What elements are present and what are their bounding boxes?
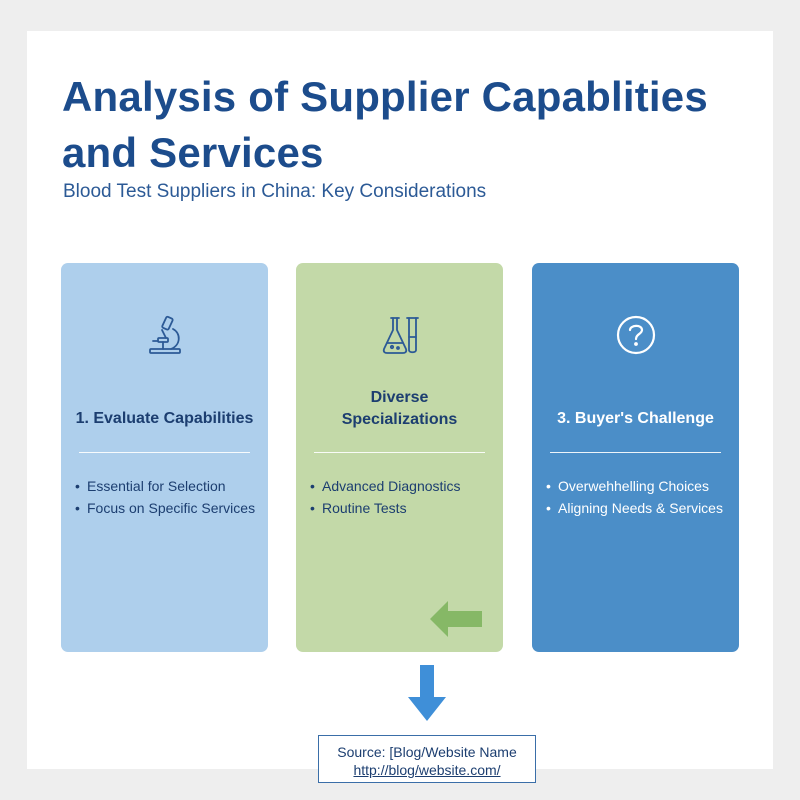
source-citation-box: Source: [Blog/Website Name http://blog/w… xyxy=(318,735,536,783)
card-heading: 1. Evaluate Capabilities xyxy=(75,410,254,427)
card-evaluate-capabilities: 1. Evaluate Capabilities •Essential for … xyxy=(61,263,268,652)
question-circle-icon xyxy=(616,315,655,355)
list-item: •Essential for Selection xyxy=(75,478,226,494)
card-buyers-challenge: 3. Buyer's Challenge •Overwehhelling Cho… xyxy=(532,263,739,652)
arrow-down-icon xyxy=(408,665,446,721)
source-url-link[interactable]: http://blog/website.com/ xyxy=(353,762,501,778)
list-item: •Aligning Needs & Services xyxy=(546,500,723,516)
card-list: •Advanced Diagnostics •Routine Tests xyxy=(310,475,497,519)
lab-flasks-icon xyxy=(382,317,419,354)
page-subtitle: Blood Test Suppliers in China: Key Consi… xyxy=(63,181,487,202)
card-heading: Diverse Specializations xyxy=(341,389,458,428)
card-list: •Essential for Selection •Focus on Speci… xyxy=(75,475,262,519)
page-title: Analysis of Supplier Capablities and Ser… xyxy=(62,73,708,176)
card-list: •Overwehhelling Choices •Aligning Needs … xyxy=(546,475,733,519)
list-item: •Routine Tests xyxy=(310,500,407,516)
source-label: Source: [Blog/Website Name xyxy=(337,744,517,760)
microscope-icon xyxy=(148,315,181,354)
list-item: •Focus on Specific Services xyxy=(75,500,256,516)
infographic-panel: Analysis of Supplier Capablities and Ser… xyxy=(27,31,773,783)
card-heading: 3. Buyer's Challenge xyxy=(557,410,714,427)
list-item: •Overwehhelling Choices xyxy=(546,478,709,494)
card-divider xyxy=(550,452,721,453)
arrow-left-icon xyxy=(430,601,482,637)
card-divider xyxy=(79,452,250,453)
card-diverse-specializations: Diverse Specializations •Advanced Diagno… xyxy=(296,263,503,652)
card-divider xyxy=(314,452,485,453)
list-item: •Advanced Diagnostics xyxy=(310,478,461,494)
